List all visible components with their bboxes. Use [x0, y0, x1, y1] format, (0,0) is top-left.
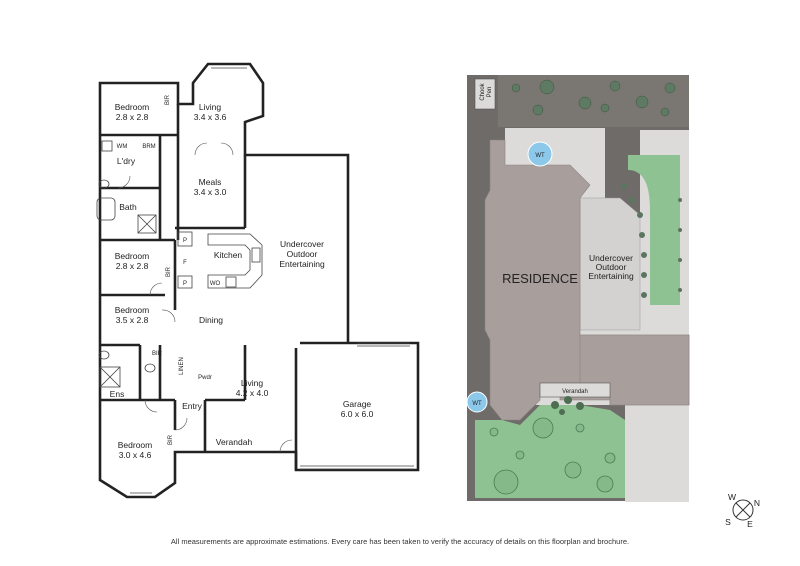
site-verandah-label: Verandah: [562, 389, 588, 395]
side-lawn: [628, 155, 680, 305]
living-lower-label: Living: [241, 378, 263, 388]
garage-side-door: [357, 342, 410, 347]
garage-size: 6.0 x 6.0: [341, 409, 374, 419]
bathtub: [96, 197, 116, 221]
ensuite-label: Ens: [110, 389, 125, 399]
entry-label: Entry: [182, 401, 203, 411]
water-tank-rear-label: WT: [535, 153, 545, 159]
ensuite-shower: [99, 366, 121, 388]
site-undercover-label-1: Undercover: [589, 253, 633, 263]
compass-arrows-icon: [735, 502, 751, 518]
water-tank-rear: [527, 141, 553, 167]
compass-e: E: [747, 519, 753, 529]
compass-n: N: [754, 498, 760, 508]
meals-label: Meals: [199, 177, 222, 187]
bedroom-top-size: 2.8 x 2.8: [116, 112, 149, 122]
undercover-label-1: Undercover: [280, 239, 324, 249]
kitchen-label: Kitchen: [214, 250, 243, 260]
bedroom-bottom-size: 3.0 x 4.6: [119, 450, 152, 460]
bir-bottom-label: BIR: [168, 434, 174, 445]
bedroom-lower-label: Bedroom: [115, 305, 150, 315]
toilet-powder: [144, 363, 156, 373]
rear-trees: [511, 79, 676, 117]
floor-plan: Bedroom 2.8 x 2.8 BIR Living 3.4 x 3.6 W…: [96, 62, 420, 499]
chook-pen: [474, 78, 496, 110]
bir-mid-label: BIR: [166, 266, 172, 277]
rear-garden: [498, 75, 689, 127]
powder-label: Pwdr: [198, 375, 212, 381]
compass-rose: N E S W: [725, 492, 760, 529]
verandah-label: Verandah: [216, 437, 253, 447]
meals-size: 3.4 x 3.0: [194, 187, 227, 197]
chook-pen-label-2: Pen: [487, 87, 493, 98]
living-lower-size: 4.2 x 4.0: [236, 388, 269, 398]
water-tank-front: [466, 391, 488, 413]
wm-label: WM: [117, 144, 128, 150]
site-undercover-label-2: Outdoor: [596, 262, 627, 272]
floor-plan-outline: [98, 62, 420, 499]
disclaimer-text: All measurements are approximate estimat…: [170, 537, 630, 546]
undercover-label-2: Outdoor: [287, 249, 318, 259]
bedroom-bottom-label: Bedroom: [118, 440, 153, 450]
undercover-label-3: Entertaining: [279, 259, 325, 269]
site-undercover-label-3: Entertaining: [588, 271, 634, 281]
toilet-bath: [98, 179, 110, 189]
compass-s: S: [725, 517, 731, 527]
driveway-shrubs: [621, 183, 682, 298]
site-verandah: [539, 382, 611, 398]
compass-w: W: [728, 492, 736, 502]
pantry-bottom-label: P: [183, 281, 187, 287]
living-top-label: Living: [199, 102, 221, 112]
pantry-top: [177, 231, 193, 247]
site-plan: RESIDENCE Chook Pen WT WT Undercover Out…: [466, 75, 690, 502]
residence-label: RESIDENCE: [502, 271, 578, 286]
bedroom-mid-size: 2.8 x 2.8: [116, 261, 149, 271]
front-trees: [489, 417, 616, 495]
kitchen-sink: [251, 247, 261, 263]
door-swings: [117, 142, 293, 453]
interior-walls: [100, 104, 247, 452]
cooktop: [225, 276, 237, 288]
wall-oven-label: WO: [210, 281, 221, 287]
laundry-tub: [101, 140, 113, 152]
fridge-label: F: [183, 260, 187, 266]
bir-ensuite-label: BIR: [152, 351, 163, 357]
garage-door: [300, 465, 414, 470]
kitchen-bench: [207, 233, 263, 289]
bedroom-top-label: Bedroom: [115, 102, 150, 112]
dining-label: Dining: [199, 315, 223, 325]
bedroom-mid-label: Bedroom: [115, 251, 150, 261]
linen-label: LINEN: [179, 357, 185, 375]
laundry-label: L'dry: [117, 156, 136, 166]
water-tank-front-label: WT: [472, 401, 482, 407]
bedroom-lower-size: 3.5 x 2.8: [116, 315, 149, 325]
chook-pen-label-1: Chook: [480, 82, 486, 100]
bir-top-label: BIR: [165, 94, 171, 105]
brm-label: BRM: [142, 144, 155, 150]
garage-label: Garage: [343, 399, 372, 409]
pantry-top-label: P: [183, 238, 187, 244]
front-shrubs: [551, 396, 584, 415]
living-top-size: 3.4 x 3.6: [194, 112, 227, 122]
bath-label: Bath: [119, 202, 137, 212]
pantry-bottom: [177, 275, 193, 289]
toilet-ensuite: [98, 350, 110, 360]
shower: [137, 214, 157, 234]
